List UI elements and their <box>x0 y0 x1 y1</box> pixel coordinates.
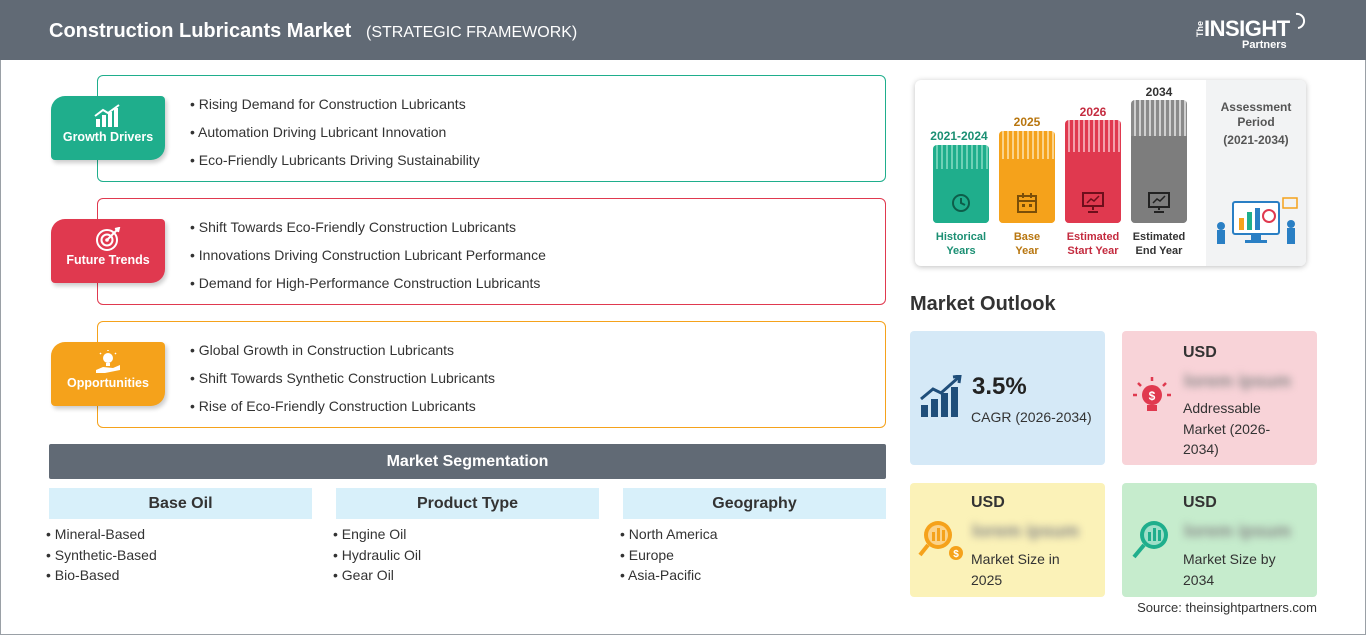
list-item: • Gear Oil <box>333 567 394 583</box>
list-item: • Innovations Driving Construction Lubri… <box>190 247 546 263</box>
timeline-bar-historical <box>933 145 989 223</box>
future-trends-card: • Shift Towards Eco-Friendly Constructio… <box>97 198 886 305</box>
segment-heading-product-type: Product Type <box>336 488 599 519</box>
list-item: • Demand for High-Performance Constructi… <box>190 275 541 291</box>
addressable-currency: USD <box>1183 344 1217 361</box>
size-2025-currency: USD <box>971 494 1005 511</box>
assessment-period-panel: Assessment Period (2021-2034) <box>1206 80 1306 266</box>
segment-list-geography: • North America • Europe • Asia-Pacific <box>620 525 718 587</box>
growth-drivers-label: Growth Drivers <box>62 130 154 144</box>
page-subtitle: (STRATEGIC FRAMEWORK) <box>366 24 578 41</box>
future-trends-label: Future Trends <box>66 253 150 267</box>
future-trends-list: • Shift Towards Eco-Friendly Constructio… <box>190 217 546 301</box>
opportunities-badge: Opportunities <box>51 342 165 406</box>
source-credit[interactable]: Source: theinsightpartners.com <box>1137 600 1317 615</box>
addressable-market-box: $ USD lorem ipsum Addressable Market (20… <box>1122 331 1317 465</box>
list-item: • Automation Driving Lubricant Innovatio… <box>190 124 447 140</box>
money-bulb-icon: $ <box>1133 377 1171 411</box>
svg-text:$: $ <box>1149 389 1156 403</box>
list-item: • Global Growth in Construction Lubrican… <box>190 342 455 358</box>
list-item: • Shift Towards Synthetic Construction L… <box>190 370 496 386</box>
analytics-people-icon <box>1217 197 1298 244</box>
growth-drivers-list: • Rising Demand for Construction Lubrica… <box>190 94 480 178</box>
market-outlook-title: Market Outlook <box>910 293 1056 315</box>
size-2034-value: lorem ipsum <box>1184 521 1292 541</box>
cagr-label: CAGR (2026-2034) <box>971 409 1092 425</box>
market-segmentation-header: Market Segmentation <box>49 444 886 479</box>
presentation-icon <box>1082 192 1104 213</box>
assessment-line2: Period <box>1237 115 1275 129</box>
cagr-box: 3.5% CAGR (2026-2034) <box>910 331 1105 465</box>
growth-drivers-card: • Rising Demand for Construction Lubrica… <box>97 75 886 182</box>
assessment-line1: Assessment <box>1220 100 1292 114</box>
future-trends-badge: Future Trends <box>51 219 165 283</box>
growth-bars-icon <box>920 375 962 417</box>
list-item: • Engine Oil <box>333 526 407 542</box>
size-2025-label: Market Size in 2025 <box>971 551 1060 588</box>
size-2034-label: Market Size by 2034 <box>1183 551 1276 588</box>
addressable-label: Addressable Market (2026-2034) <box>1183 400 1271 457</box>
page-title: Construction Lubricants Market <box>49 20 352 42</box>
insight-partners-logo[interactable]: The INSIGHT Partners <box>1192 10 1312 54</box>
timeline-bar-base <box>999 131 1055 223</box>
timeline-year: 2026 <box>1079 105 1107 119</box>
timeline-year: 2025 <box>1013 115 1041 129</box>
growth-drivers-badge: Growth Drivers <box>51 96 165 160</box>
size-2034-currency: USD <box>1183 494 1217 511</box>
list-item: • Rise of Eco-Friendly Construction Lubr… <box>190 398 476 414</box>
segment-list-product-type: • Engine Oil • Hydraulic Oil • Gear Oil <box>333 525 421 587</box>
calendar-icon <box>1017 193 1037 213</box>
market-size-2034-box: USD lorem ipsum Market Size by 2034 <box>1122 483 1317 597</box>
segment-list-base-oil: • Mineral-Based • Synthetic-Based • Bio-… <box>46 525 157 587</box>
timeline-year: 2021-2024 <box>930 129 988 143</box>
header-bar: Construction Lubricants Market (STRATEGI… <box>0 0 1366 60</box>
segment-heading-geography: Geography <box>623 488 886 519</box>
list-item: • Synthetic-Based <box>46 546 157 563</box>
list-item: • North America <box>620 526 718 542</box>
assessment-line3: (2021-2034) <box>1223 133 1289 147</box>
logo-arc-icon <box>1295 12 1306 29</box>
size-2025-value: lorem ipsum <box>972 521 1080 541</box>
segment-heading-base-oil: Base Oil <box>49 488 312 519</box>
addressable-value: lorem ipsum <box>1184 371 1292 391</box>
list-item: • Europe <box>620 546 674 563</box>
opportunities-list: • Global Growth in Construction Lubrican… <box>190 340 495 424</box>
logo-main: INSIGHT <box>1204 16 1290 41</box>
timeline-year: 2034 <box>1145 85 1173 99</box>
list-item: • Rising Demand for Construction Lubrica… <box>190 96 466 112</box>
list-item: • Eco-Friendly Lubricants Driving Sustai… <box>190 152 480 168</box>
timeline-bar-end <box>1131 100 1187 223</box>
market-size-2025-box: $ USD lorem ipsum Market Size in 2025 <box>910 483 1105 597</box>
list-item: • Bio-Based <box>46 567 120 583</box>
target-icon <box>96 227 121 251</box>
opportunities-card: • Global Growth in Construction Lubrican… <box>97 321 886 428</box>
list-item: • Hydraulic Oil <box>333 546 422 563</box>
opportunities-label: Opportunities <box>67 376 149 390</box>
lightbulb-hand-icon <box>96 350 120 373</box>
cagr-value: 3.5% <box>972 373 1027 400</box>
svg-text:$: $ <box>953 549 959 560</box>
magnifier-chart-icon <box>1132 521 1168 559</box>
growth-chart-icon <box>94 104 120 127</box>
timeline-bar-start <box>1065 120 1121 223</box>
magnifier-money-icon: $ <box>918 521 963 560</box>
logo-partners: Partners <box>1242 39 1287 51</box>
list-item: • Asia-Pacific <box>620 567 702 583</box>
list-item: • Mineral-Based <box>46 526 146 542</box>
list-item: • Shift Towards Eco-Friendly Constructio… <box>190 219 517 235</box>
monitor-chart-icon <box>1148 192 1170 213</box>
history-icon <box>952 194 970 212</box>
